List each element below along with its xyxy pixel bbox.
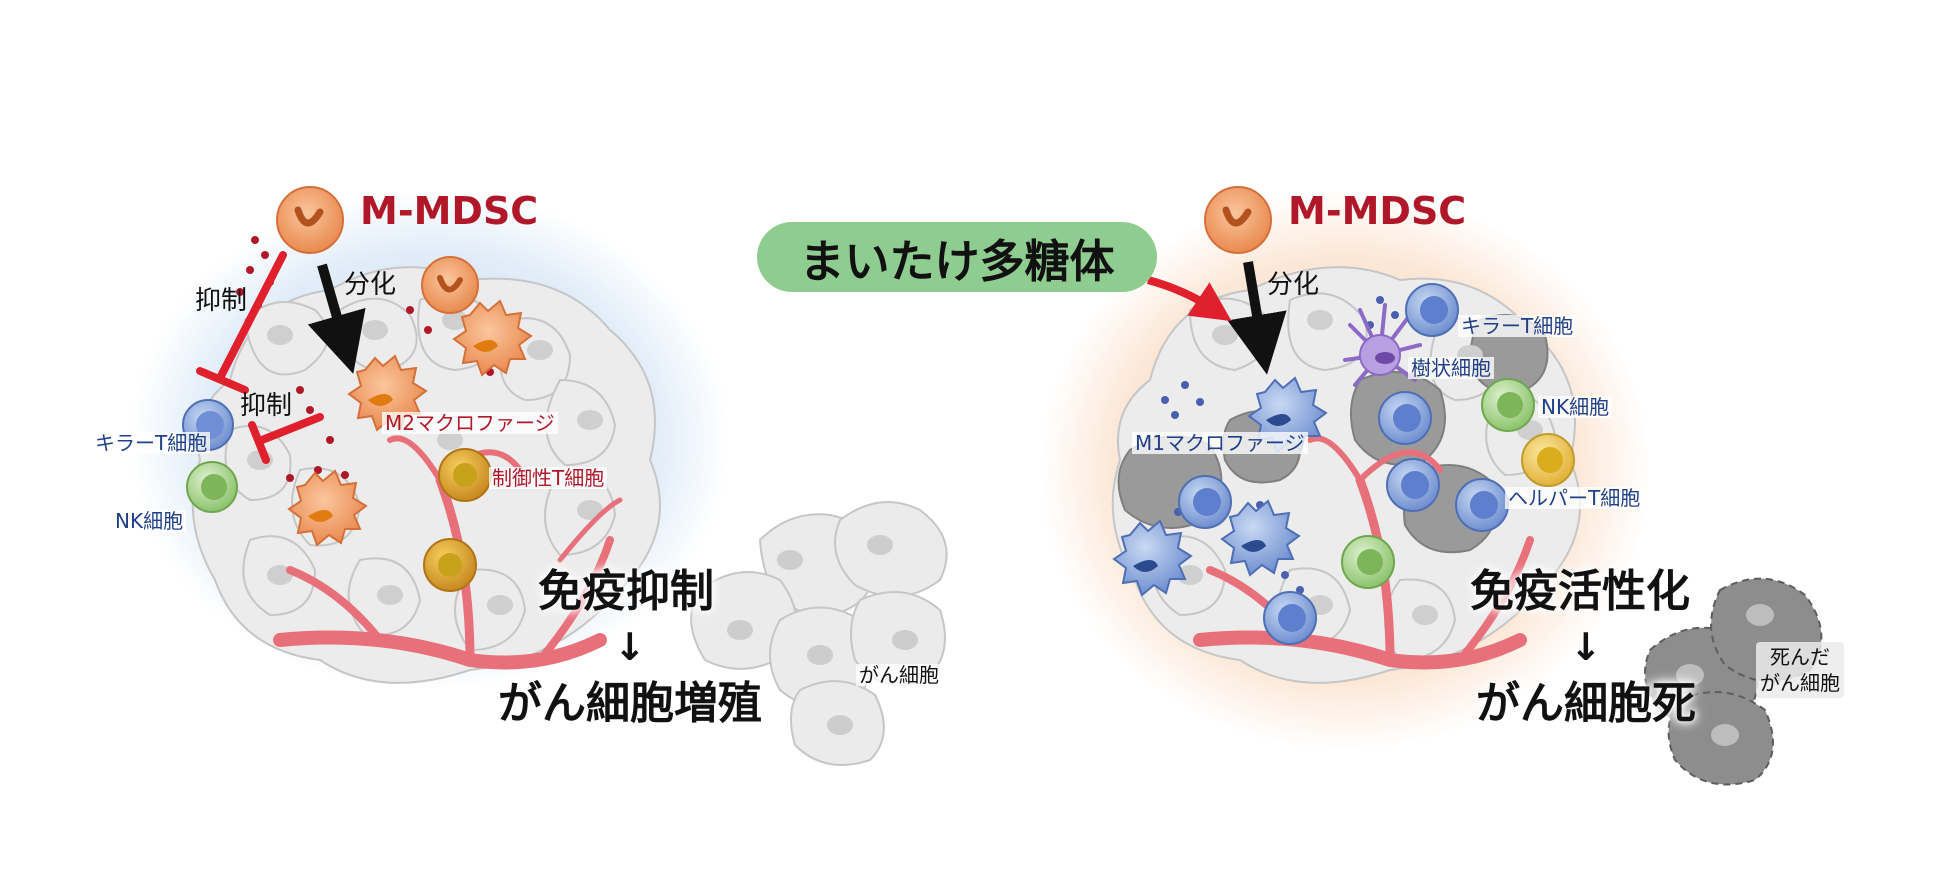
- left-nk-label: NK細胞: [112, 510, 186, 532]
- left-differentiation-label: 分化: [344, 272, 396, 298]
- polysaccharide-label: まいたけ多糖体: [799, 225, 1114, 290]
- right-killer-t-label: キラーT細胞: [1458, 315, 1576, 337]
- left-treg-cell: [439, 449, 491, 501]
- polysaccharide-pill: まいたけ多糖体: [757, 222, 1157, 292]
- left-suppress-label-2: 抑制: [240, 393, 292, 419]
- left-suppress-label-1: 抑制: [195, 288, 247, 314]
- right-m1-label: M1マクロファージ: [1132, 432, 1308, 454]
- right-mdsc-label: M-MDSC: [1288, 192, 1466, 230]
- right-panel: [1040, 187, 1821, 785]
- left-headline-arrow: ↓: [614, 628, 646, 666]
- right-killer-t-cell-6: [1264, 592, 1316, 644]
- right-headline-1: 免疫活性化: [1470, 570, 1690, 614]
- right-headline-2: がん細胞死: [1476, 682, 1696, 726]
- left-headline-2: がん細胞増殖: [498, 682, 762, 726]
- left-killer-t-label: キラーT細胞: [92, 432, 210, 454]
- right-killer-t-cell-2: [1379, 392, 1431, 444]
- right-mdsc-cell: [1205, 187, 1271, 253]
- right-killer-t-cell-5: [1179, 476, 1231, 528]
- right-headline-arrow: ↓: [1570, 628, 1602, 666]
- left-mdsc-cell-2: [422, 257, 478, 313]
- right-killer-t-cell-4: [1456, 479, 1508, 531]
- right-helper-t-cell: [1522, 434, 1574, 486]
- left-nk-cell: [187, 462, 237, 512]
- left-treg-cell-2: [424, 539, 476, 591]
- right-dendritic-label: 樹状細胞: [1408, 357, 1494, 379]
- left-mdsc-label: M-MDSC: [360, 192, 538, 230]
- right-differentiation-label: 分化: [1267, 272, 1319, 298]
- left-mdsc-cell: [277, 187, 343, 253]
- left-cancer-label: がん細胞: [856, 664, 942, 686]
- left-m2-label: M2マクロファージ: [382, 412, 558, 434]
- right-nk-label: NK細胞: [1538, 396, 1612, 418]
- right-killer-t-cell-3: [1387, 459, 1439, 511]
- left-headline-1: 免疫抑制: [538, 570, 714, 614]
- right-helper-t-label: ヘルパーT細胞: [1505, 487, 1643, 509]
- right-nk-cell: [1482, 379, 1534, 431]
- right-nk-cell-2: [1342, 536, 1394, 588]
- left-treg-label: 制御性T細胞: [489, 467, 607, 489]
- right-dead-cancer-label: 死んだ がん細胞: [1756, 642, 1844, 698]
- right-killer-t-cell: [1406, 284, 1458, 336]
